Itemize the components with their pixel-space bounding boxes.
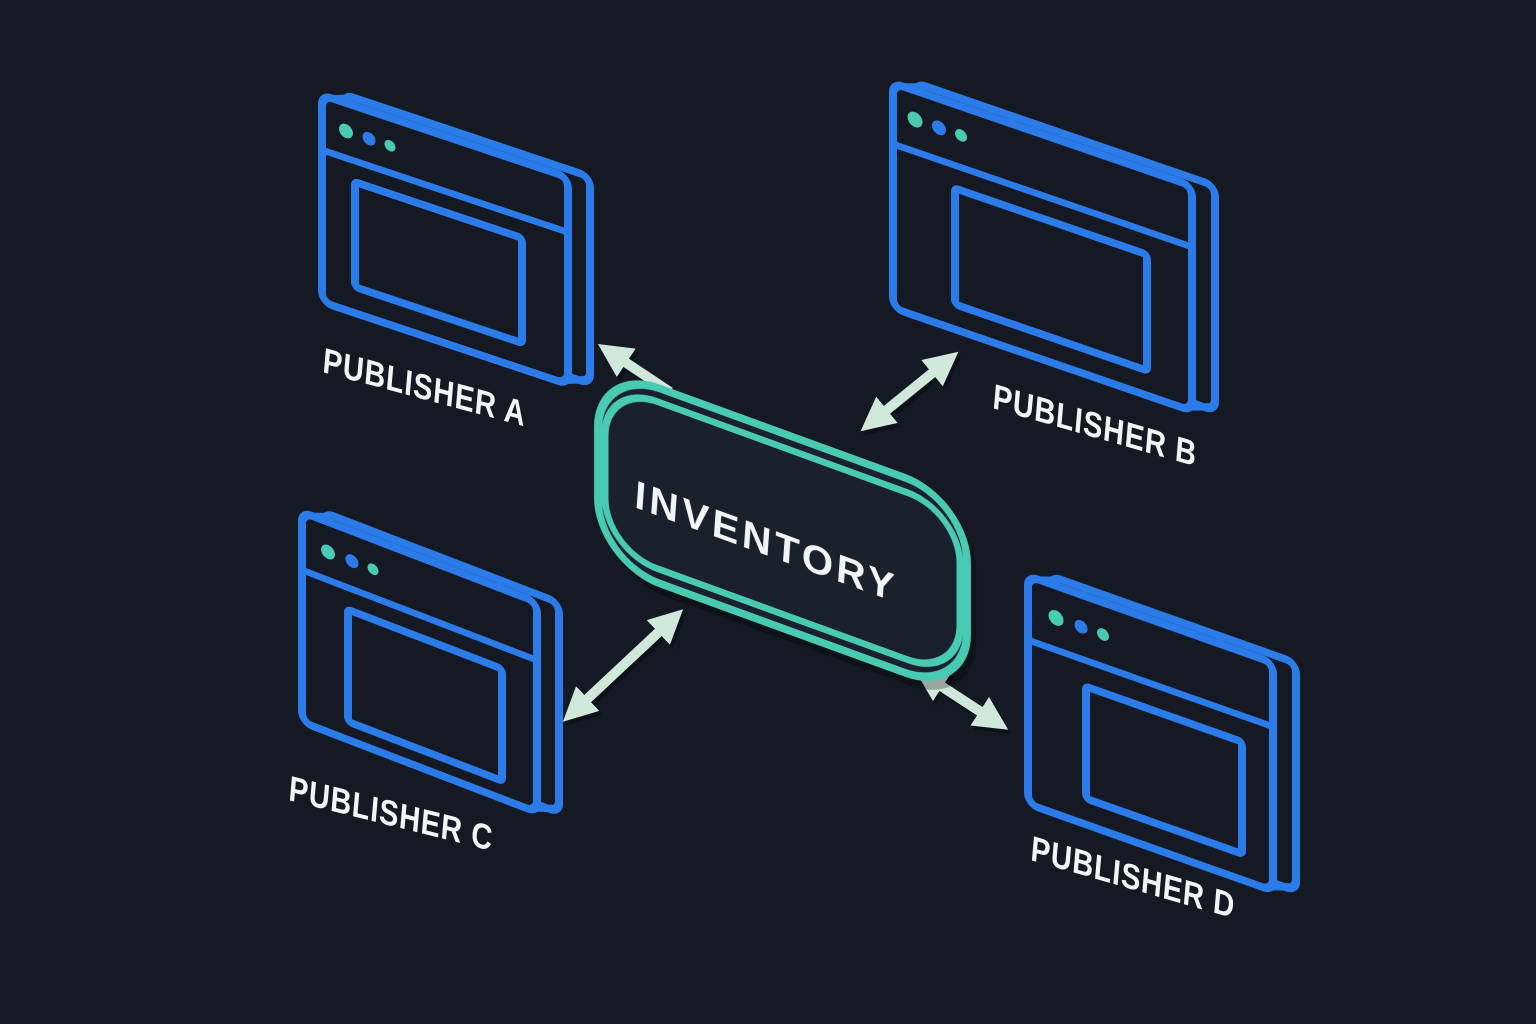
arrow-inventory-publisher-c [562, 609, 684, 722]
window-content-area [351, 178, 526, 347]
arrow-inventory-publisher-d [913, 668, 1009, 730]
browser-window-frame [1024, 574, 1277, 893]
inventory-pill-outline [594, 380, 971, 681]
titlebar-divider [889, 140, 1196, 251]
window-dot-icon [362, 131, 376, 146]
window-content-area [344, 606, 506, 784]
window-content-area [951, 185, 1151, 374]
titlebar-divider [298, 566, 541, 664]
inventory-node: INVENTORY [594, 380, 971, 681]
window-dot-icon [1074, 619, 1088, 634]
titlebar-divider [1024, 636, 1277, 731]
window-dot-icon [321, 544, 335, 560]
window-dot-icon [339, 123, 353, 139]
titlebar-divider [318, 146, 572, 237]
arrow-inventory-publisher-b [860, 351, 959, 432]
publisher-d-window [1024, 574, 1300, 893]
browser-window-frame [298, 510, 541, 814]
window-dot-icon [367, 563, 379, 576]
window-dot-icon [932, 120, 946, 136]
window-dot-icon [384, 139, 396, 152]
window-dot-icon [955, 129, 967, 142]
window-dot-icon [907, 111, 923, 128]
window-content-area [1082, 683, 1246, 857]
window-dot-icon [1048, 609, 1064, 626]
window-dot-icon [1097, 628, 1109, 641]
publisher-c-window [298, 510, 563, 814]
publisher-a-window [318, 92, 594, 386]
window-dot-icon [345, 554, 359, 569]
inventory-pill-face [601, 394, 964, 667]
publisher-b-window [889, 81, 1219, 413]
